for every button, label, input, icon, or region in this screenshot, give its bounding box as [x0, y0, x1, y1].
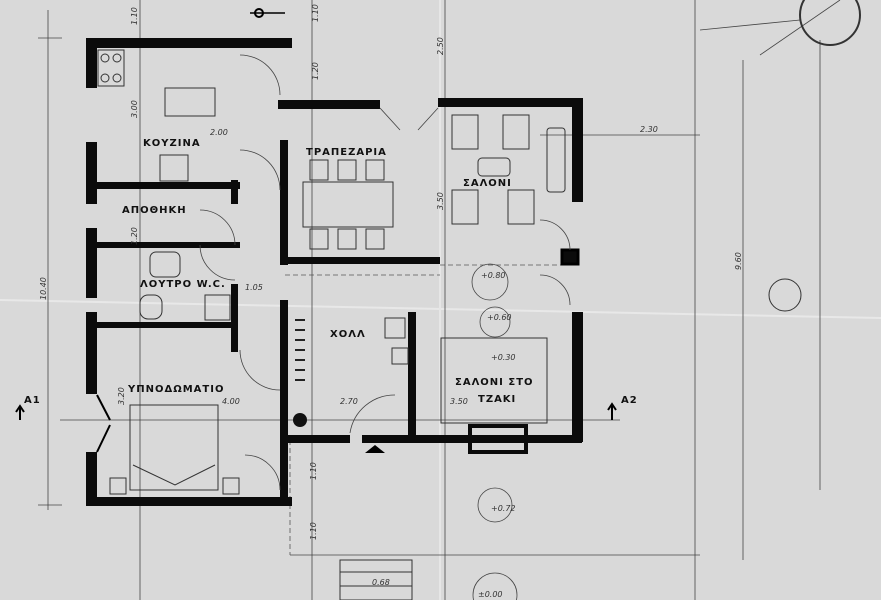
- kitchen-table: [164, 87, 216, 117]
- room-label-fireplace: ΤΖΑΚΙ: [478, 394, 516, 405]
- walls: [86, 38, 583, 506]
- section-arrow-icon: [607, 402, 617, 420]
- room-label-bath: ΛΟΥΤΡΟ W.C.: [140, 279, 226, 290]
- room-label-bedroom: ΥΠΝΟΔΩΜΑΤΙΟ: [127, 384, 224, 395]
- room-label-dining: ΤΡΑΠΕΖΑΡΙΑ: [306, 147, 387, 158]
- room-label-kitchen: ΚΟΥΖΙΝΑ: [143, 138, 201, 149]
- dim-top-1: 1.10: [130, 7, 139, 25]
- dim-bottom-2: 1.10: [309, 522, 318, 540]
- entrance-marker: [365, 445, 385, 453]
- dim-kitchen-width: 2.00: [210, 128, 228, 137]
- level-marks: [250, 8, 518, 600]
- dim-living-depth: 2.30: [640, 125, 658, 134]
- level-mark: +0.60: [487, 313, 512, 322]
- dim-fireplace-width: 3.50: [450, 397, 468, 406]
- dim-top-3: 1.20: [311, 62, 320, 80]
- dim-bath-width: 1.05: [245, 283, 263, 292]
- level-mark: +0.80: [481, 271, 506, 280]
- stamp-seal: [799, 0, 861, 46]
- level-mark: ±0.00: [478, 590, 503, 599]
- level-mark: +0.72: [491, 504, 516, 513]
- entrance-steps: [339, 559, 413, 600]
- level-mark: +0.30: [491, 353, 516, 362]
- bed: [129, 404, 219, 491]
- section-arrow-icon: [15, 404, 25, 420]
- dim-bottom-1: 1.10: [309, 462, 318, 480]
- plant-icon: [293, 413, 307, 427]
- dim-dining-top: 2.50: [436, 37, 445, 55]
- dim-overall-right: 9.60: [734, 252, 743, 270]
- room-label-living: ΣΑΛΟΝΙ: [463, 178, 512, 189]
- room-label-storage: ΑΠΟΘΗΚΗ: [122, 205, 187, 216]
- dim-top-2: 1.10: [311, 4, 320, 22]
- room-label-hall: ΧΟΛΛ: [330, 329, 366, 340]
- dim-bedroom-width: 4.00: [222, 397, 240, 406]
- tree-icon: [768, 278, 802, 312]
- dim-living-side: 3.50: [436, 192, 445, 210]
- room-label-fireplace-living: ΣΑΛΟΝΙ ΣΤΟ: [455, 377, 534, 388]
- dim-hall-width: 2.70: [340, 397, 358, 406]
- dim-stair-step: 0.68: [372, 578, 390, 587]
- dim-overall-left: 10.40: [39, 277, 48, 300]
- section-mark-right: A2: [621, 395, 638, 406]
- dim-bedroom-height: 3.20: [117, 387, 126, 405]
- furniture: [97, 49, 802, 600]
- dim-storage-height: 1.20: [130, 227, 139, 245]
- door-swings: [96, 54, 571, 491]
- dining-table: [302, 181, 394, 228]
- section-mark-left: A1: [24, 395, 41, 406]
- dim-kitchen-height: 3.00: [130, 100, 139, 118]
